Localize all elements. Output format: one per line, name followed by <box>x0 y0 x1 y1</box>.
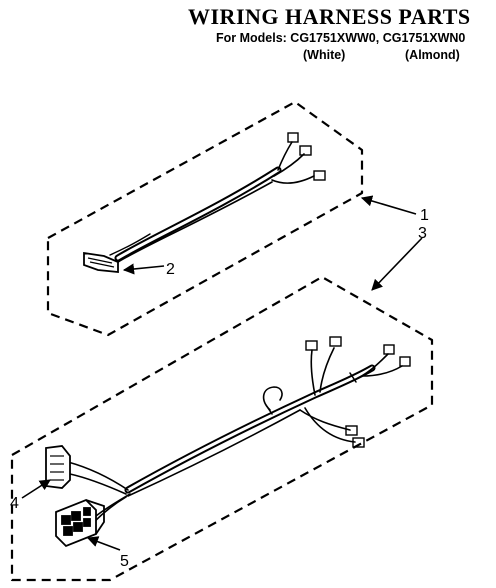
upper-harness <box>109 132 326 263</box>
lower-harness-outline <box>10 275 434 582</box>
callout-leaders <box>21 195 423 551</box>
upper-spade-terminal <box>287 132 326 181</box>
model-numbers: For Models: CG1751XWW0, CG1751XWN0 <box>216 31 466 45</box>
upper-plug-connector <box>83 251 119 273</box>
variant-white-label: (White) <box>303 48 346 62</box>
side-connector <box>45 445 71 489</box>
lower-spade-terminal <box>305 336 411 448</box>
callout-3: 3 <box>418 225 427 242</box>
page-title: WIRING HARNESS PARTS <box>188 4 471 29</box>
callout-4: 4 <box>10 495 19 512</box>
block-connector <box>55 498 105 548</box>
variant-almond-label: (Almond) <box>405 48 460 62</box>
callout-2: 2 <box>166 261 175 278</box>
upper-harness-outline <box>46 100 364 337</box>
lower-harness <box>67 336 411 523</box>
callout-1: 1 <box>420 207 429 224</box>
callout-5: 5 <box>120 553 129 570</box>
